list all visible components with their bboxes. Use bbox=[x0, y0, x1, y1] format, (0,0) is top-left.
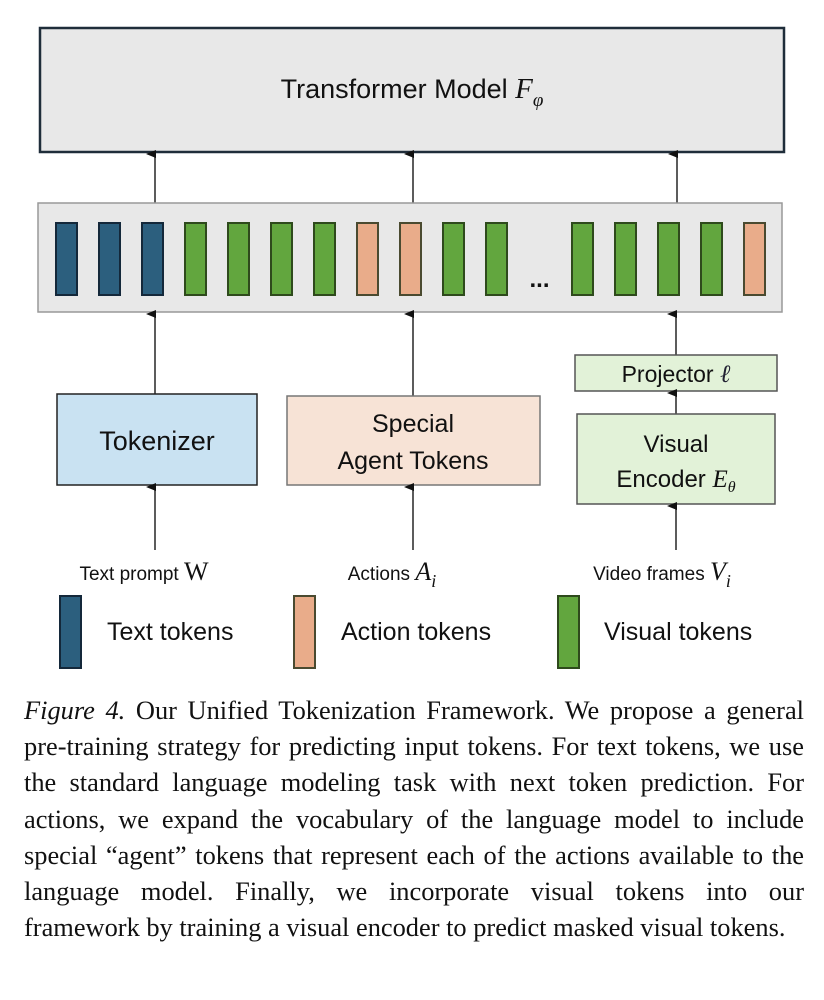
visual-token bbox=[313, 222, 336, 296]
token-sequence: ... bbox=[37, 202, 783, 313]
transformer-label: Transformer Model Fφ bbox=[281, 73, 544, 111]
visual-encoder-label-line1: Visual bbox=[644, 431, 709, 458]
visual-token bbox=[614, 222, 637, 296]
figure-caption-label: Figure 4. bbox=[24, 695, 126, 725]
text-token bbox=[141, 222, 164, 296]
projector-box: Projector ℓ bbox=[574, 354, 778, 392]
tokenizer-box: Tokenizer bbox=[56, 393, 258, 486]
agent-tokens-label-line2: Agent Tokens bbox=[337, 447, 488, 475]
projector-label: Projector ℓ bbox=[622, 361, 731, 388]
legend: Text tokens Action tokens Visual tokens bbox=[59, 595, 752, 669]
action-token bbox=[399, 222, 422, 296]
visual-token bbox=[657, 222, 680, 296]
agent-tokens-label-line1: Special bbox=[372, 410, 454, 438]
visual-token bbox=[270, 222, 293, 296]
text-token bbox=[98, 222, 121, 296]
special-agent-tokens-box: Special Agent Tokens bbox=[286, 395, 541, 486]
transformer-model-box: Transformer Model Fφ bbox=[38, 26, 786, 154]
input-actions: Actions Ai bbox=[348, 557, 437, 591]
figure-caption-text: Our Unified Tokenization Framework. We p… bbox=[24, 695, 804, 943]
legend-item-visual-tokens: Visual tokens bbox=[557, 595, 752, 669]
input-video-frames: Video frames Vi bbox=[593, 557, 731, 591]
text-token bbox=[55, 222, 78, 296]
action-token bbox=[743, 222, 766, 296]
visual-token bbox=[485, 222, 508, 296]
legend-item-text-tokens: Text tokens bbox=[59, 595, 233, 669]
visual-token bbox=[227, 222, 250, 296]
legend-label-text-tokens: Text tokens bbox=[107, 618, 233, 646]
figure-caption: Figure 4. Our Unified Tokenization Frame… bbox=[24, 692, 804, 945]
action-token bbox=[356, 222, 379, 296]
legend-swatch-visual bbox=[557, 595, 580, 669]
visual-token bbox=[184, 222, 207, 296]
token-ellipsis: ... bbox=[529, 266, 549, 293]
visual-token bbox=[571, 222, 594, 296]
input-text-prompt: Text prompt W bbox=[79, 557, 209, 586]
visual-encoder-box: Visual Encoder Eθ bbox=[576, 413, 776, 505]
legend-item-action-tokens: Action tokens bbox=[293, 595, 491, 669]
tokenization-diagram: Transformer Model Fφ ... Tokenizer Speci… bbox=[37, 26, 786, 669]
legend-swatch-action bbox=[293, 595, 316, 669]
visual-token bbox=[700, 222, 723, 296]
visual-encoder-label-line2: Encoder Eθ bbox=[616, 466, 735, 496]
legend-swatch-text bbox=[59, 595, 82, 669]
visual-token bbox=[442, 222, 465, 296]
legend-label-visual-tokens: Visual tokens bbox=[604, 618, 752, 646]
tokenizer-label: Tokenizer bbox=[99, 426, 215, 456]
legend-label-action-tokens: Action tokens bbox=[341, 618, 491, 646]
